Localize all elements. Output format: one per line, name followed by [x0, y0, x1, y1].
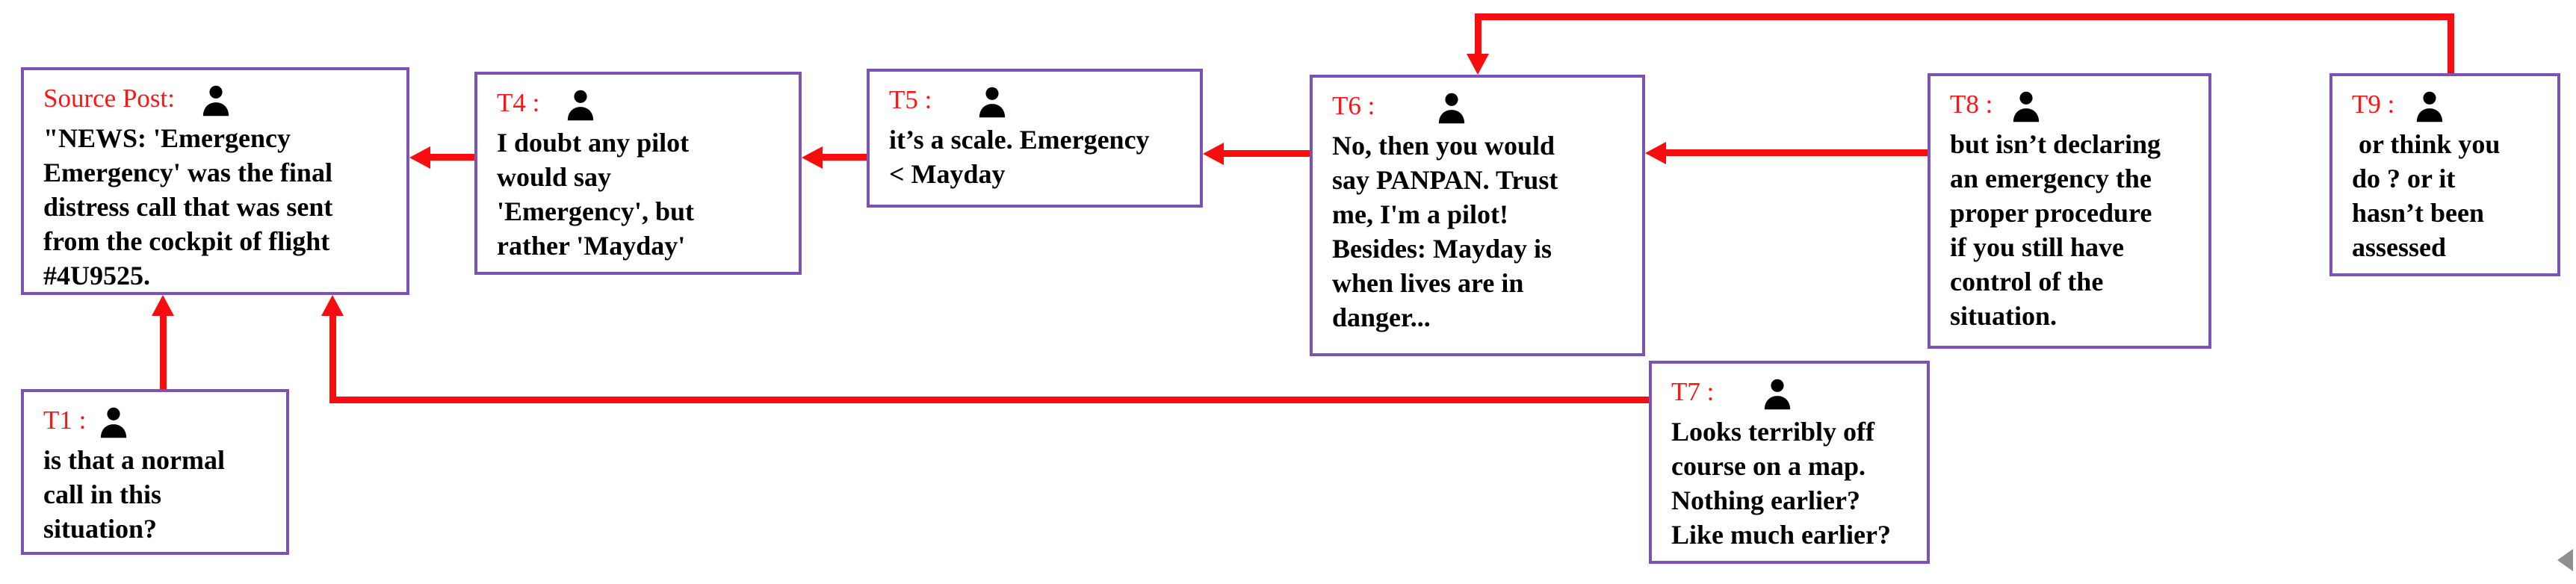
post-box-t1: T1 : is that a normal call in this situa…: [21, 389, 289, 555]
post-header: T1 :: [43, 403, 274, 440]
post-header: T9 :: [2352, 87, 2545, 124]
post-label-t1: T1 :: [43, 406, 87, 435]
post-header: T6 :: [1332, 88, 1630, 125]
post-label-t7: T7 :: [1671, 377, 1715, 406]
arrow-t7-to-source-head: [321, 295, 344, 316]
post-label-t4: T4 :: [497, 88, 540, 117]
arrow-t4-to-source-head: [409, 146, 430, 169]
post-label-t8: T8 :: [1950, 90, 1993, 119]
person-icon: [2414, 90, 2445, 124]
arrow-t9-to-t6-shaft-down: [1475, 13, 1481, 55]
post-box-t5: T5 : it’s a scale. Emergency < Mayday: [867, 69, 1203, 208]
post-text-t7: Looks terribly off course on a map. Noth…: [1671, 417, 1891, 550]
post-text-source: "NEWS: 'Emergency Emergency' was the fin…: [43, 123, 333, 291]
arrow-t9-to-t6-shaft-up: [2447, 13, 2454, 73]
arrow-t5-to-t4-head: [802, 146, 823, 169]
arrow-t9-to-t6-head: [1467, 54, 1489, 75]
post-header: T5 :: [889, 82, 1188, 119]
arrow-t9-to-t6-shaft-top: [1475, 13, 2454, 20]
post-text-t9: or think you do ? or it hasn’t been asse…: [2352, 129, 2501, 262]
post-text-t5: it’s a scale. Emergency < Mayday: [889, 125, 1150, 189]
arrow-t8-to-t6-shaft: [1663, 149, 1928, 156]
person-icon: [98, 406, 129, 440]
arrow-t1-to-source-shaft: [160, 314, 167, 389]
post-box-t9: T9 : or think you do ? or it hasn’t been…: [2329, 73, 2560, 276]
arrow-t8-to-t6-head: [1645, 142, 1666, 164]
arrow-t6-to-t5-head: [1203, 143, 1224, 165]
post-text-t4: I doubt any pilot would say 'Emergency',…: [497, 128, 694, 261]
person-icon: [976, 85, 1008, 119]
post-box-t6: T6 : No, then you would say PANPAN. Trus…: [1310, 75, 1645, 356]
post-text-t8: but isn’t declaring an emergency the pro…: [1950, 129, 2161, 331]
post-box-t4: T4 : I doubt any pilot would say 'Emerge…: [474, 72, 802, 275]
arrow-t7-to-source-shaft-horizontal: [329, 397, 1649, 403]
arrow-t6-to-t5-shaft: [1221, 150, 1310, 157]
post-header: T7 :: [1671, 374, 1915, 411]
post-label-t9: T9 :: [2352, 90, 2395, 119]
post-box-source: Source Post: "NEWS: 'Emergency Emergency…: [21, 67, 409, 295]
post-text-t6: No, then you would say PANPAN. Trust me,…: [1332, 131, 1558, 332]
person-icon: [200, 84, 232, 118]
person-icon: [2010, 90, 2042, 124]
arrow-t7-to-source-shaft-vertical: [329, 314, 336, 403]
post-box-t7: T7 : Looks terribly off course on a map.…: [1649, 361, 1930, 564]
person-icon: [1762, 377, 1793, 411]
arrow-t5-to-t4-shaft: [820, 154, 867, 161]
post-label-t5: T5 :: [889, 85, 932, 114]
arrow-t1-to-source-head: [152, 295, 174, 316]
post-text-t1: is that a normal call in this situation?: [43, 445, 225, 544]
post-header: Source Post:: [43, 81, 394, 118]
edge-chevron-left-icon: [2557, 549, 2573, 571]
post-header: T8 :: [1950, 87, 2196, 124]
post-label-t6: T6 :: [1332, 91, 1375, 120]
post-header: T4 :: [497, 85, 787, 122]
person-icon: [1436, 91, 1467, 125]
post-label-source: Source Post:: [43, 84, 175, 113]
person-icon: [565, 88, 596, 122]
post-box-t8: T8 : but isn’t declaring an emergency th…: [1928, 73, 2211, 349]
arrow-t4-to-source-shaft: [427, 154, 474, 161]
